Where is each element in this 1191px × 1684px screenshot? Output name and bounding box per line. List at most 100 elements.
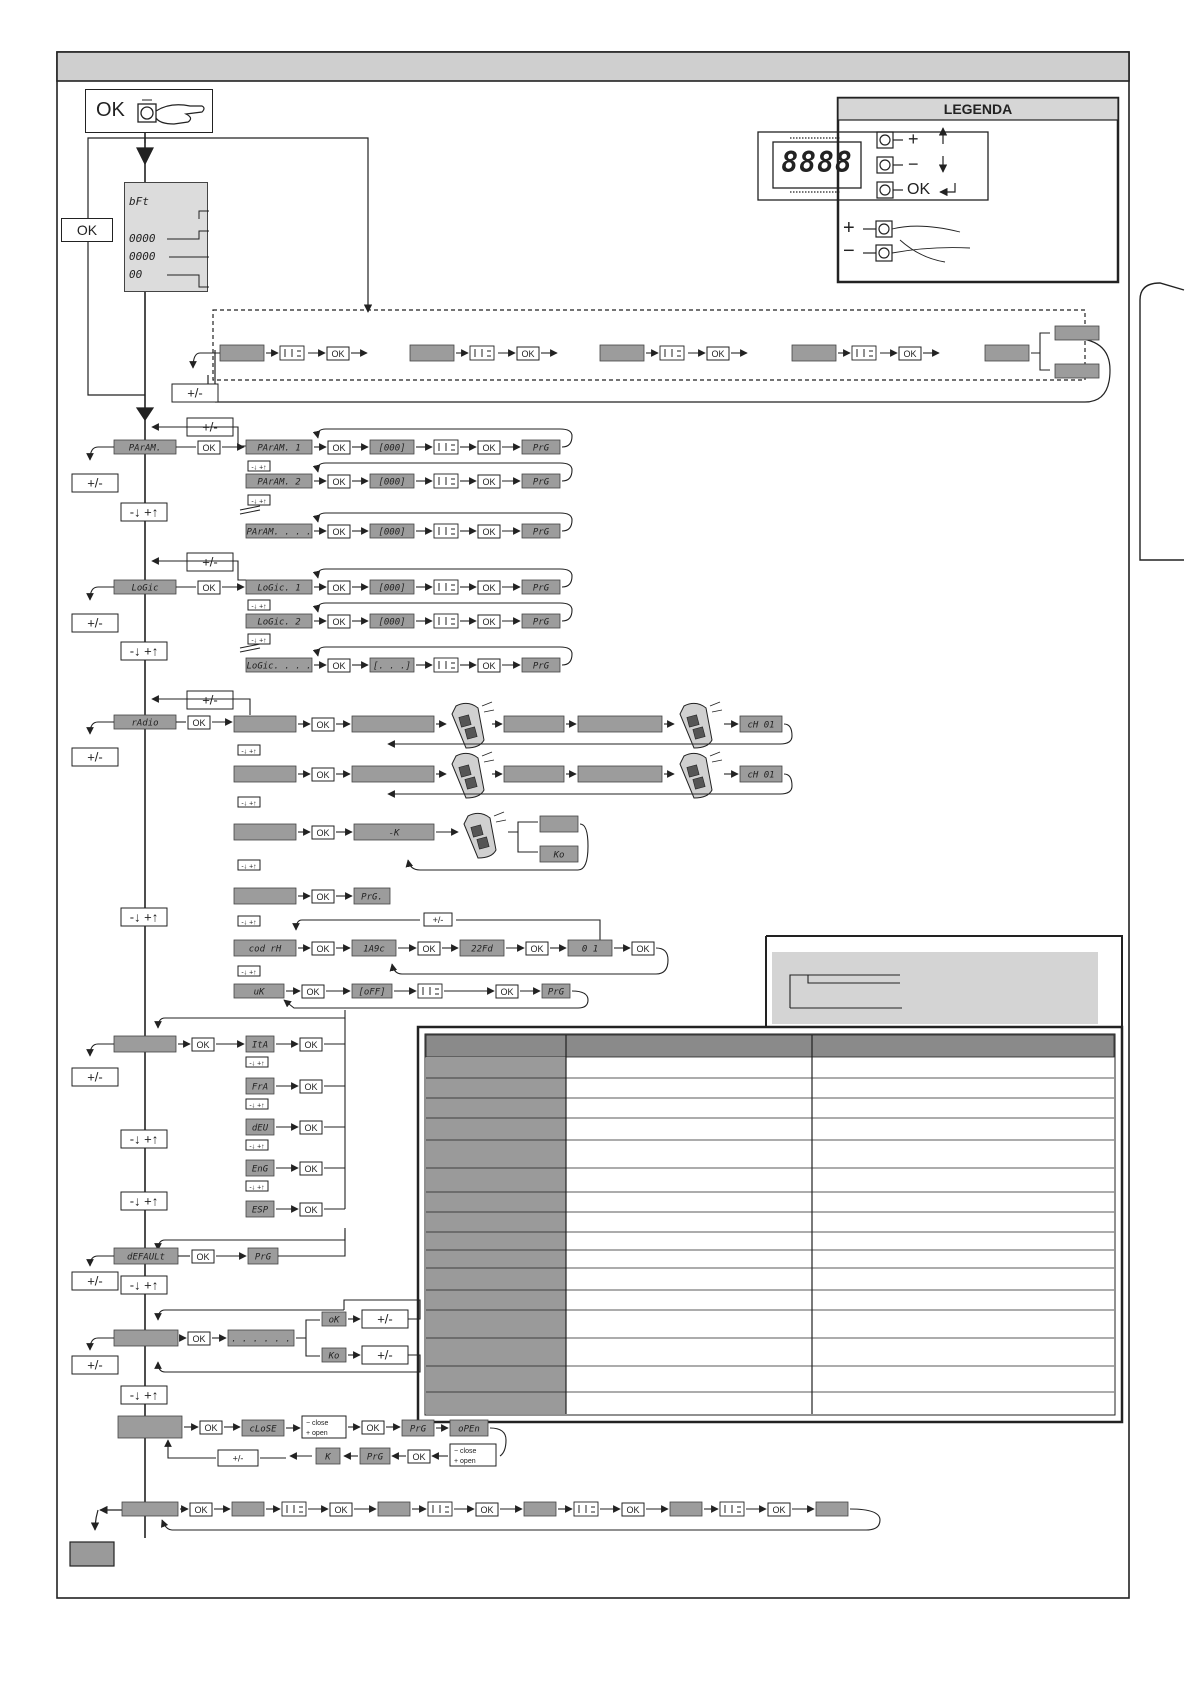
side-ok-button[interactable]: OK — [61, 218, 113, 242]
learn-open-keys[interactable] — [449, 1443, 497, 1467]
du-radio[interactable] — [120, 907, 168, 927]
codrh-ok2[interactable] — [417, 941, 441, 956]
check-ok-label: OK — [192, 1334, 205, 1344]
seq-ok-2[interactable] — [516, 346, 540, 361]
logic-1-ok[interactable] — [327, 580, 351, 595]
du-logic[interactable] — [120, 641, 168, 661]
codrh-ok3[interactable] — [525, 941, 549, 956]
pm-radio[interactable] — [71, 747, 119, 767]
param-2-ok2[interactable] — [477, 474, 501, 489]
start-ok-box[interactable]: OK — [85, 89, 213, 133]
lang-item-5-ok[interactable] — [299, 1202, 323, 1217]
radio-du-1[interactable] — [237, 744, 261, 756]
pm-top[interactable] — [171, 383, 219, 403]
lang-item-4-ok[interactable] — [299, 1161, 323, 1176]
logic-3-ok2[interactable] — [477, 658, 501, 673]
param-2-prg — [521, 473, 561, 489]
seq-ok-4[interactable] — [898, 346, 922, 361]
codrh-ok4[interactable] — [631, 941, 655, 956]
radio-row-3-a — [233, 823, 297, 841]
radio-ok[interactable] — [187, 715, 211, 730]
codrh-ok[interactable] — [311, 941, 335, 956]
param-ok[interactable] — [197, 440, 221, 455]
pm-param[interactable] — [71, 473, 119, 493]
seq-field-4 — [791, 344, 837, 362]
param-3-ok2[interactable] — [477, 524, 501, 539]
bottom-ok[interactable] — [189, 1502, 213, 1517]
learn-close-label: cLoSE — [249, 1425, 277, 1435]
learn-ok[interactable] — [199, 1420, 223, 1435]
lang-ok[interactable] — [191, 1037, 215, 1052]
radio-du-4[interactable] — [237, 915, 261, 927]
seq-ok-1[interactable] — [326, 346, 350, 361]
radio-du-5[interactable] — [237, 965, 261, 977]
pm-lang[interactable] — [71, 1067, 119, 1087]
learn-ok3[interactable] — [407, 1449, 431, 1464]
param-2-ok2-label: OK — [482, 477, 495, 487]
lang-item-1-ok[interactable] — [299, 1037, 323, 1052]
lang-item-3-ok[interactable] — [299, 1120, 323, 1135]
logic-2-ok[interactable] — [327, 614, 351, 629]
logic-2-ok2[interactable] — [477, 614, 501, 629]
pm-default[interactable] — [71, 1271, 119, 1291]
param-1-ok2[interactable] — [477, 440, 501, 455]
learn-close-keys[interactable] — [301, 1415, 347, 1439]
radio-row-4-ok[interactable] — [311, 889, 335, 904]
uk-ok[interactable] — [301, 984, 325, 999]
param-2-prg-label: PrG — [533, 478, 550, 488]
logic-ok[interactable] — [197, 580, 221, 595]
bottom-ok-2[interactable] — [329, 1502, 353, 1517]
radio-row-1-b — [351, 715, 435, 733]
seq-out-a — [1054, 325, 1100, 341]
learn-plus-open-2: + open — [454, 1458, 476, 1465]
pm-check[interactable] — [71, 1355, 119, 1375]
pm-codrh[interactable] — [423, 912, 453, 927]
bottom-ok-4[interactable] — [621, 1502, 645, 1517]
du-lang-2[interactable] — [120, 1191, 168, 1211]
default-ok[interactable] — [191, 1249, 215, 1264]
du-lang[interactable] — [120, 1129, 168, 1149]
logic-3-label: LoGic. . . . — [246, 662, 311, 672]
radio-row-1-ok[interactable] — [311, 717, 335, 732]
legend-display: 8888 — [781, 146, 853, 179]
uk-ok2[interactable] — [495, 984, 519, 999]
radio-du-3[interactable] — [237, 859, 261, 871]
pm-logic-return[interactable] — [186, 552, 234, 572]
lang-item-2-ok[interactable] — [299, 1079, 323, 1094]
logic-du-1[interactable] — [247, 599, 271, 611]
pm-learn[interactable] — [217, 1449, 259, 1467]
logic-1-ok2-label: OK — [482, 583, 495, 593]
radio-row-3-ko-label: Ko — [553, 851, 565, 861]
pm-radio-return[interactable] — [186, 690, 234, 710]
param-2-ok[interactable] — [327, 474, 351, 489]
remote-icon-row-3 — [463, 811, 507, 859]
check-ok[interactable] — [187, 1331, 211, 1346]
du-default[interactable] — [120, 1275, 168, 1295]
bottom-ok-3[interactable] — [475, 1502, 499, 1517]
param-du-2[interactable] — [247, 494, 271, 506]
pm-logic[interactable] — [71, 613, 119, 633]
param-1-ok[interactable] — [327, 440, 351, 455]
du-check[interactable] — [120, 1385, 168, 1405]
logic-1-ok-label: OK — [332, 583, 345, 593]
bottom-ok-5[interactable] — [767, 1502, 791, 1517]
param-du-1[interactable] — [247, 460, 271, 472]
radio-row-2-ok[interactable] — [311, 767, 335, 782]
logic-3-ok[interactable] — [327, 658, 351, 673]
codrh-code2-label: 22Fd — [471, 945, 493, 955]
logic-1-ok2[interactable] — [477, 580, 501, 595]
lang-du-2[interactable] — [245, 1098, 269, 1110]
lang-du-4[interactable] — [245, 1180, 269, 1192]
bottom-ok-3-label: OK — [480, 1505, 493, 1515]
seq-ok-3[interactable] — [706, 346, 730, 361]
radio-du-2[interactable] — [237, 796, 261, 808]
learn-ok-label: OK — [204, 1423, 217, 1433]
du-param[interactable] — [120, 502, 168, 522]
radio-row-3-ok[interactable] — [311, 825, 335, 840]
lang-du-3[interactable] — [245, 1139, 269, 1151]
lang-item-2-label: FrA — [252, 1083, 268, 1093]
learn-prg — [401, 1419, 435, 1437]
lang-du-1[interactable] — [245, 1056, 269, 1068]
param-3-ok[interactable] — [327, 524, 351, 539]
learn-ok2[interactable] — [361, 1420, 385, 1435]
